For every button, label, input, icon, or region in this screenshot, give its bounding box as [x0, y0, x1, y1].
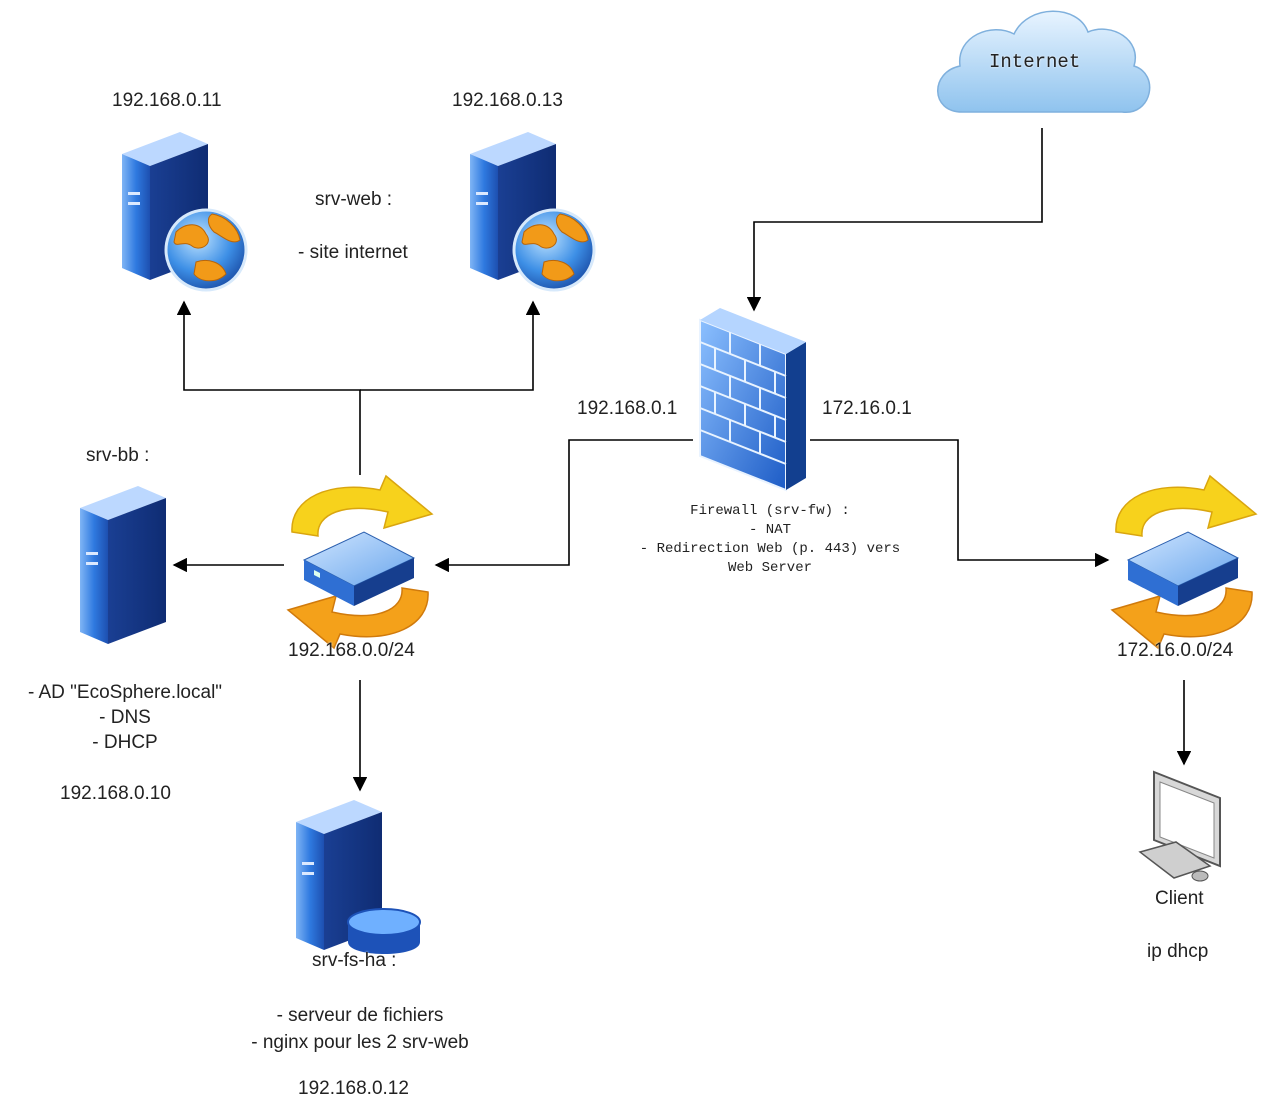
edge-internet-to-firewall [746, 128, 1043, 312]
srv-fs-roles: - serveur de fichiers - nginx pour les 2… [220, 1002, 500, 1056]
client-computer-icon [1138, 770, 1221, 882]
srv-bb-ip: 192.168.0.10 [60, 783, 171, 804]
internet-label: Internet [989, 51, 1081, 73]
srv-fs-role-2: - nginx pour les 2 srv-web [251, 1032, 469, 1053]
firewall-desc-line-2: - NAT [748, 522, 791, 538]
srv-fs-role-1: - serveur de fichiers [276, 1005, 444, 1026]
client-ip: ip dhcp [1147, 941, 1209, 962]
edge-lan-to-srv-web-1 [176, 300, 361, 475]
firewall-desc-line-3: - Redirection Web (p. 443) vers [639, 541, 901, 557]
edge-firewall-to-lan [434, 439, 693, 573]
lan-switch-label: 192.168.0.0/24 [288, 640, 415, 661]
srv-web-2-ip: 192.168.0.13 [452, 90, 563, 111]
globe-1-icon [164, 208, 248, 292]
wan-switch-label: 172.16.0.0/24 [1117, 640, 1234, 661]
srv-bb-title: srv-bb : [86, 445, 150, 466]
lan-switch-icon [286, 474, 434, 650]
connectors [172, 128, 1192, 792]
srv-bb-role-1: - AD "EcoSphere.local" [27, 682, 223, 703]
edge-firewall-to-wan [810, 439, 1110, 568]
firewall-icon [699, 308, 806, 492]
srv-web-role: - site internet [298, 242, 408, 263]
firewall-desc-line-1: Firewall (srv-fw) : [690, 503, 850, 519]
storage-disk-icon [347, 908, 421, 954]
firewall-wan-ip: 172.16.0.1 [822, 398, 912, 419]
srv-bb-role-2: - DNS [99, 707, 151, 728]
srv-fs-title: srv-fs-ha : [312, 950, 397, 971]
firewall-description: Firewall (srv-fw) : - NAT - Redirection … [600, 502, 940, 578]
wan-switch-icon [1110, 474, 1258, 650]
srv-fs-ip: 192.168.0.12 [298, 1078, 409, 1099]
srv-web-1-ip: 192.168.0.11 [112, 90, 222, 111]
edge-lan-to-srv-web-2 [360, 300, 541, 391]
client-title: Client [1155, 888, 1204, 909]
ad-server-icon [80, 486, 166, 644]
srv-bb-role-3: - DHCP [92, 732, 158, 753]
firewall-desc-line-4: Web Server [727, 560, 812, 576]
globe-2-icon [512, 208, 596, 292]
firewall-lan-ip: 192.168.0.1 [577, 398, 678, 419]
srv-web-title: srv-web : [315, 189, 393, 210]
srv-bb-roles: - AD "EcoSphere.local" - DNS - DHCP [10, 680, 240, 755]
internet-cloud-icon [937, 10, 1151, 113]
